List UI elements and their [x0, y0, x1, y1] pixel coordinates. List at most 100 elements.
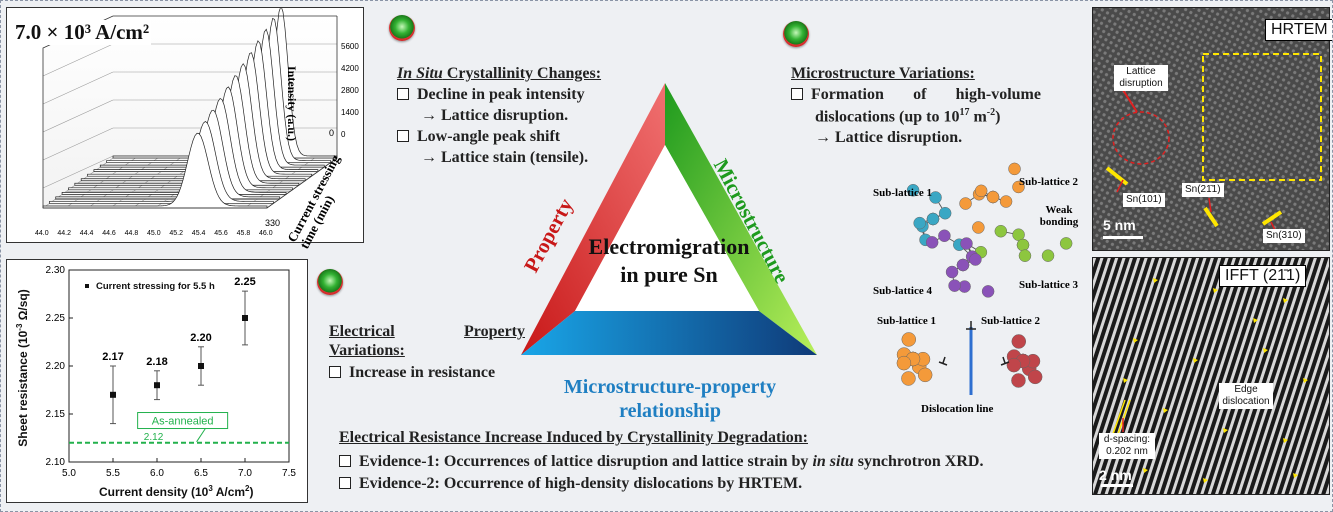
triangle-microstructure-side: [665, 83, 817, 355]
chart-data-point: [154, 382, 160, 389]
lattice-weak-label: Weak bonding: [1039, 204, 1079, 228]
xrd-y-tick-label: 0: [341, 130, 346, 139]
dislocation-marker: [1283, 298, 1288, 303]
chart-data-point: [198, 363, 204, 369]
atom-icon: [1006, 357, 1022, 373]
dislocation-symbol-icon: [966, 321, 976, 330]
evidence-2: Evidence-2: Occurrence of high-density d…: [339, 475, 1099, 493]
triangle-property-side: [521, 83, 665, 355]
triangle-bottom-label: Microstructure-property relationship: [563, 376, 777, 422]
dislocation-marker: [1133, 338, 1138, 343]
xrd-grid-line: [42, 127, 114, 161]
chart-y-tick-label: 2.10: [46, 457, 66, 468]
xrd-y-tick-label: 1400: [341, 108, 359, 117]
triangle-center: [575, 145, 759, 311]
atom-icon: [1008, 162, 1021, 176]
chart-data-point: [242, 315, 248, 321]
chart-x-tick-label: 6.0: [150, 468, 164, 479]
dislocation-marker: [1213, 288, 1218, 293]
dislocation-marker: [1263, 348, 1268, 353]
chart-y-axis-label: Sheet resistance (10-3 Ω/sq): [15, 289, 30, 447]
xrd-z-tick-0: 0: [329, 128, 335, 138]
dislocation-symbol-icon: [938, 356, 948, 366]
dislocation-marker: [1143, 468, 1148, 473]
dislocation-symbol-icon: [1000, 356, 1010, 366]
arrow-icon: [1270, 221, 1276, 231]
arrow-icon: [1208, 197, 1212, 213]
chart-x-tick-label: 7.0: [238, 468, 252, 479]
xrd-grid-line: [42, 43, 114, 77]
atom-icon: [1016, 238, 1030, 252]
atom-icon: [959, 197, 972, 210]
atom-icon: [974, 184, 988, 198]
d-spacing-marker: [1112, 399, 1126, 435]
microstructure-item-line2: dislocations (up to 1017 m-2): [815, 107, 1001, 126]
chart-legend-label: Current stressing for 5.5 h: [96, 281, 215, 292]
lattice-sub1b-label: Sub-lattice 1: [877, 315, 936, 327]
atom-icon: [926, 212, 940, 226]
hrtem-texture: [1093, 8, 1329, 250]
chart-x-tick-label: 5.0: [62, 468, 76, 479]
dislocation-marker: [1293, 473, 1298, 478]
ifft-image: [1092, 257, 1330, 495]
crystallinity-item-1: Decline in peak intensity: [397, 86, 657, 104]
lattice-sub2-label: Sub-lattice 2: [1019, 176, 1078, 188]
chart-x-axis-label: Current density (103 A/cm2): [99, 484, 254, 499]
atom-icon: [972, 221, 985, 234]
electromigration-triangle: [521, 83, 817, 355]
green-ball-icon-electrical: [317, 269, 343, 295]
crystallinity-item-1-result: → Lattice disruption.: [421, 107, 569, 124]
xrd-trace: [55, 109, 281, 200]
as-annealed-value: 2.12: [144, 432, 164, 443]
atom-icon: [938, 229, 951, 243]
atom-icon: [948, 279, 961, 292]
atom-icon: [956, 258, 970, 272]
ifft-scale-bar: [1101, 484, 1133, 487]
atom-icon: [1018, 249, 1032, 262]
lattice-sub3-label: Sub-lattice 3: [1019, 279, 1078, 291]
dislocation-marker: [1163, 408, 1168, 413]
dislocation-marker: [1203, 478, 1208, 483]
evidence-1: Evidence-1: Occurrences of lattice disru…: [339, 453, 1099, 471]
crystallinity-item-2-result: → Lattice stain (tensile).: [421, 149, 589, 166]
xrd-x-tick-label: 45.4: [191, 230, 206, 237]
atom-icon: [969, 253, 982, 266]
xrd-y-ticks: 5600 4200 2800 1400 0: [337, 38, 363, 139]
chart-y-tick-label: 2.20: [46, 361, 66, 372]
sublattice-diagram: [896, 162, 1073, 395]
lattice-fringe-marker: [1105, 166, 1129, 186]
lattice-dislocation-label: Dislocation line: [921, 403, 994, 415]
dislocation-marker: [1193, 358, 1198, 363]
arrow-icon: [1116, 179, 1124, 193]
microstructure-item-line3: → Lattice disruption.: [815, 129, 963, 147]
atom-icon: [913, 216, 926, 230]
dislocation-marker: [1253, 318, 1258, 323]
atom-icon: [986, 190, 1000, 204]
xrd-y-tick-label: 5600: [341, 42, 359, 51]
xrd-z-tick-330: 330: [265, 218, 281, 228]
checkbox-icon: [397, 130, 409, 142]
xrd-x-tick-label: 45.6: [214, 230, 228, 237]
atom-icon: [925, 236, 939, 249]
dislocation-marker: [1283, 438, 1288, 443]
microstructure-item-line1: Formation of high-volume: [791, 86, 1041, 104]
hrtem-sn101: Sn(101): [1123, 193, 1165, 207]
xrd-x-tick-label: 44.0: [35, 230, 49, 237]
hrtem-sn211: Sn(21̄1): [1182, 183, 1224, 197]
xrd-3d-plot-panel: 7.0 × 10³ A/cm² Intensity (a.u.) Current…: [6, 4, 364, 251]
xrd-y-tick-label: 4200: [341, 64, 359, 73]
lattice-fringe-marker: [1203, 206, 1219, 228]
triangle-center-title: Electromigration in pure Sn: [588, 234, 750, 287]
atom-icon: [1011, 334, 1027, 349]
xrd-y-tick-label: 2800: [341, 86, 359, 95]
xrd-x-tick-label: 46.0: [259, 230, 273, 237]
xrd-x-tick-label: 45.2: [169, 230, 184, 237]
atom-icon: [1011, 373, 1026, 388]
chart-plot-area: [68, 269, 290, 463]
as-annealed-box: [137, 412, 229, 430]
atom-icon: [917, 367, 933, 383]
chart-y-tick-label: 2.30: [46, 265, 66, 276]
